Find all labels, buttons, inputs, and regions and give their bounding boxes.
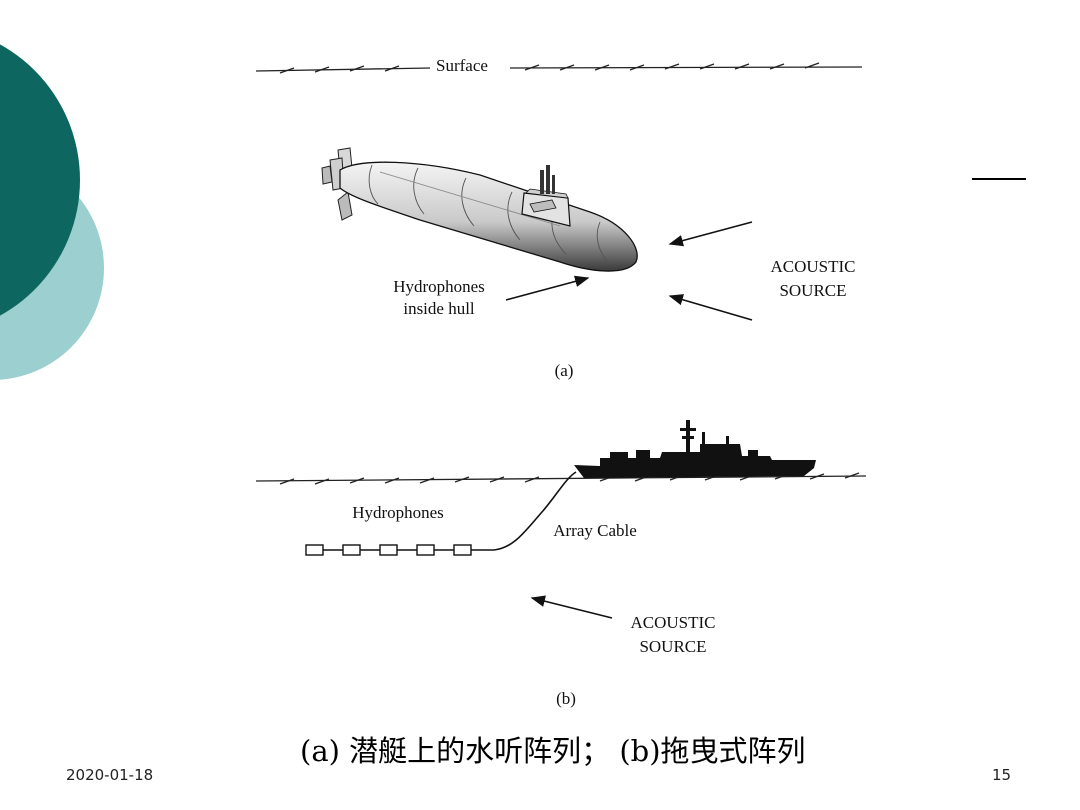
surface-line-b xyxy=(255,472,867,485)
footer-date: 2020-01-18 xyxy=(66,766,154,784)
hydrophone-element xyxy=(416,544,435,556)
arrow-source-upper xyxy=(668,221,753,247)
page-number: 15 xyxy=(992,766,1012,784)
slide-decoration xyxy=(0,44,104,380)
arrow-hydrophones-a xyxy=(505,275,590,301)
submarine xyxy=(321,147,638,272)
acoustic-source-label-a-line2: SOURCE xyxy=(779,281,847,300)
hydrophone-element xyxy=(453,544,472,556)
figure-caption: (a) 潜艇上的水听阵列； (b)拖曳式阵列 xyxy=(300,734,806,768)
slide-rule-line xyxy=(972,178,1026,180)
ship xyxy=(574,420,816,478)
surface-label: Surface xyxy=(432,55,492,77)
array-cable xyxy=(476,471,577,551)
arrow-source-lower xyxy=(668,294,753,321)
panel-label-b: (b) xyxy=(556,689,576,708)
hydrophone-element xyxy=(342,544,361,556)
acoustic-source-label-a-line1: ACOUSTIC xyxy=(770,257,856,276)
surface-line-a xyxy=(255,62,863,74)
array-cable-label: Array Cable xyxy=(553,521,637,540)
hydrophones-hull-label-line1: Hydrophones xyxy=(393,277,485,296)
acoustic-source-label-b-line2: SOURCE xyxy=(639,637,707,656)
hydrophone-elements xyxy=(305,544,472,556)
dark-teal-circle xyxy=(0,44,80,316)
hydrophones-label-b: Hydrophones xyxy=(352,503,444,522)
acoustic-source-label-b-line1: ACOUSTIC xyxy=(630,613,716,632)
arrow-source-b xyxy=(530,595,613,619)
hydrophone-element xyxy=(305,544,324,556)
hydrophones-hull-label-line2: inside hull xyxy=(403,299,475,318)
panel-label-a: (a) xyxy=(554,361,574,380)
hydrophone-element xyxy=(379,544,398,556)
